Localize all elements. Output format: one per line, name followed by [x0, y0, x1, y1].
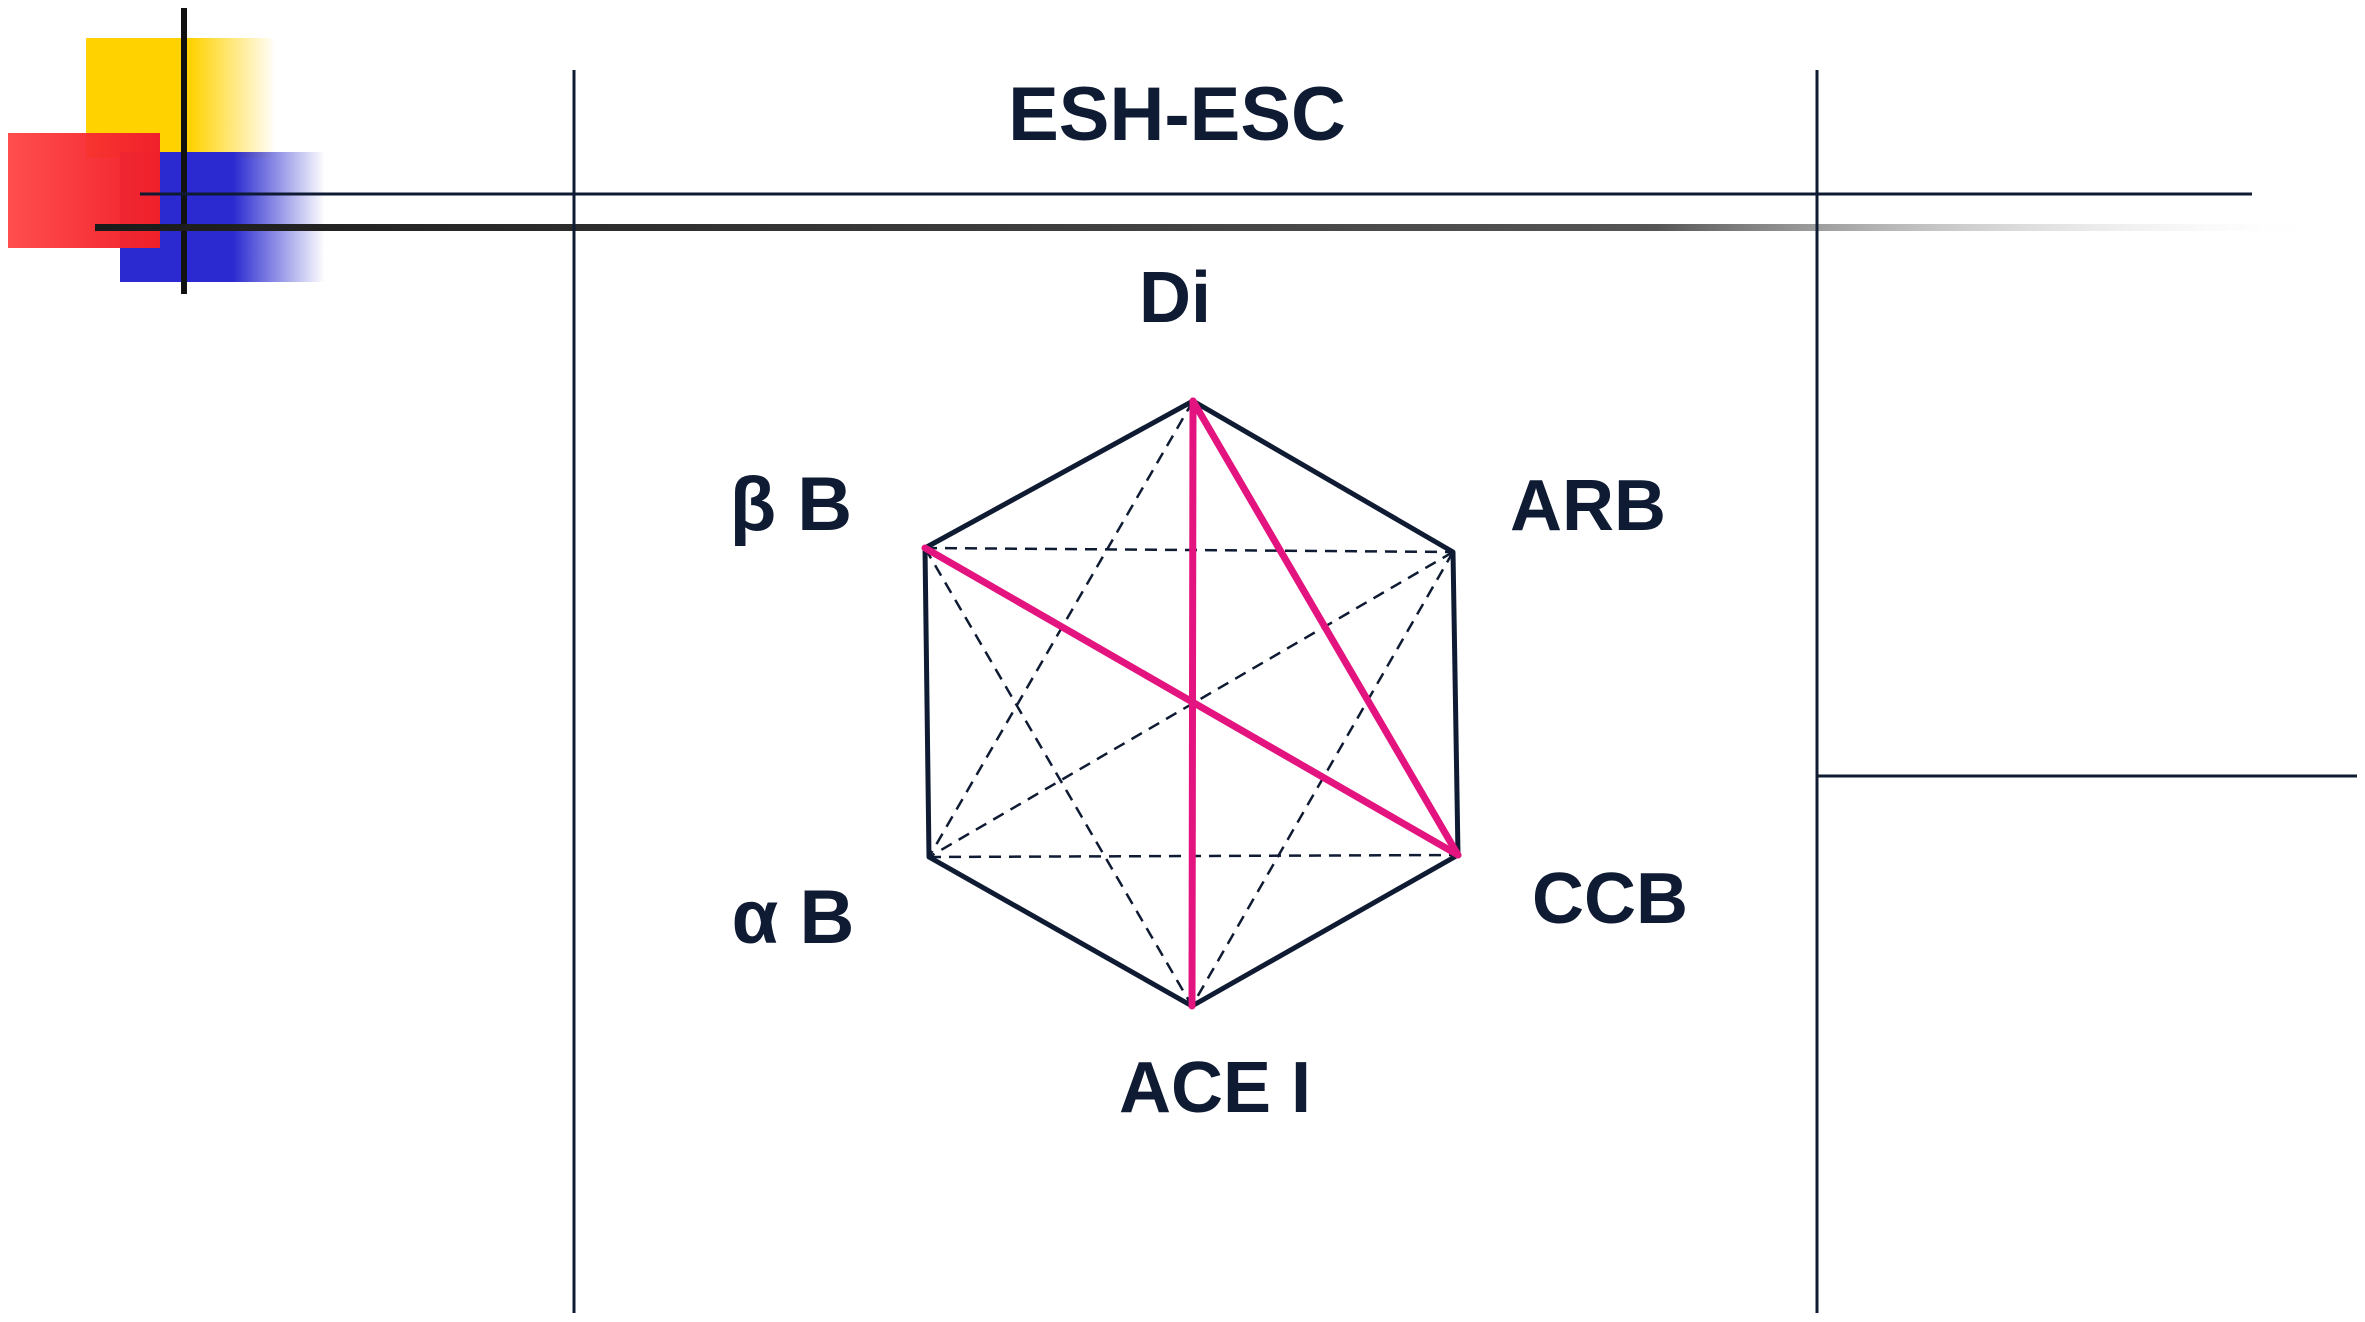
node-label-ab: α B [732, 875, 855, 960]
node-label-acei: ACE I [1119, 1048, 1311, 1128]
hexagon-diagram [921, 397, 1462, 1010]
highlight-di-ccb [1189, 397, 1462, 859]
node-label-arb: ARB [1510, 466, 1666, 546]
dashed-bb-arb [924, 546, 1454, 554]
highlight-bb-ccb [921, 544, 1462, 859]
node-label-bb: β B [730, 462, 852, 547]
node-label-ccb: CCB [1532, 859, 1688, 939]
node-labels: Di ARB CCB ACE I α B β B [730, 258, 1688, 1128]
node-label-di: Di [1139, 258, 1211, 338]
page-title: ESH-ESC [1008, 72, 1346, 157]
dashed-bb-acei [923, 547, 1194, 1007]
highlighted-connections [921, 397, 1462, 1010]
header-thick-rule [95, 224, 2325, 231]
corner-decoration [8, 8, 325, 294]
